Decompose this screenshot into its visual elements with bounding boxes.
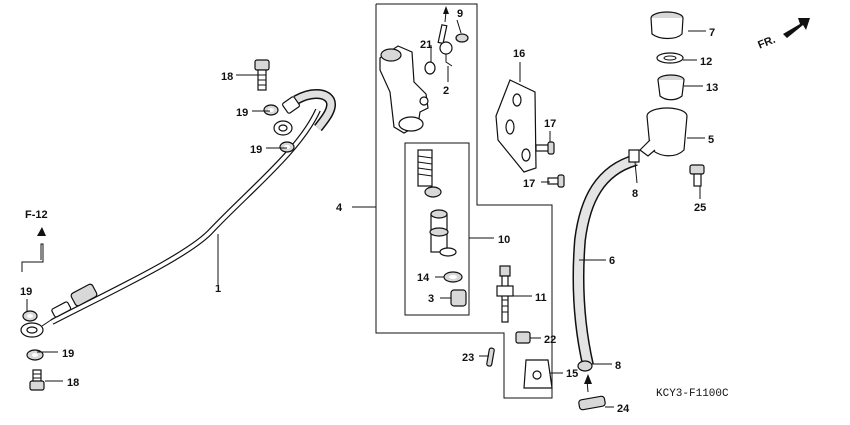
callout-1: 1 <box>215 283 221 295</box>
piston <box>429 209 457 257</box>
callout-19-c: 19 <box>20 286 32 298</box>
callout-8-lower: 8 <box>615 360 621 372</box>
callout-4: 4 <box>336 202 343 214</box>
callout-22: 22 <box>544 334 556 346</box>
callout-16: 16 <box>513 48 525 60</box>
reservoir-tank <box>639 107 688 157</box>
callout-17-upper: 17 <box>544 118 556 130</box>
sealing-washer-3 <box>22 310 38 322</box>
diagram-code: KCY3-F1100C <box>656 388 729 400</box>
callout-15: 15 <box>566 368 578 380</box>
washer-9 <box>455 33 469 43</box>
callout-5: 5 <box>708 134 714 146</box>
banjo-fitting-lower <box>20 317 55 338</box>
callout-19-a: 19 <box>236 107 248 119</box>
piston-kit-frame <box>404 142 470 316</box>
callout-2: 2 <box>443 85 449 97</box>
push-rod <box>496 265 514 323</box>
callout-12: 12 <box>700 56 712 68</box>
callout-6: 6 <box>609 255 615 267</box>
bolt-lower <box>29 369 45 391</box>
reservoir-hose <box>572 154 638 367</box>
joint-fitting <box>437 6 453 67</box>
callout-19-b: 19 <box>250 144 262 156</box>
diaphragm <box>657 74 685 101</box>
boot-3 <box>450 289 467 307</box>
callout-14: 14 <box>417 272 430 284</box>
leader-lines <box>26 19 706 408</box>
screw-17-upper <box>535 141 555 155</box>
callout-18-lower: 18 <box>67 377 79 389</box>
o-ring-21 <box>424 61 436 75</box>
callout-11: 11 <box>535 292 547 304</box>
reference-arrow-icon <box>21 227 46 272</box>
callout-10: 10 <box>498 234 510 246</box>
callout-19-d: 19 <box>62 348 74 360</box>
hose-clip-upper <box>628 149 640 163</box>
joint-24 <box>578 374 606 411</box>
sealing-washer-1 <box>263 104 279 116</box>
screw-17-lower <box>547 174 565 188</box>
nut-22 <box>515 331 531 344</box>
sealing-washer-2 <box>279 141 295 153</box>
callout-7: 7 <box>709 27 715 39</box>
master-cylinder-body <box>379 45 429 134</box>
callout-9: 9 <box>457 8 463 20</box>
diaphragm-plate <box>656 52 684 64</box>
reference-f12: F-12 <box>25 209 48 221</box>
forward-arrow-icon <box>783 18 810 38</box>
banjo-fitting-upper <box>273 120 293 136</box>
washer-14 <box>443 271 463 283</box>
reservoir-cap <box>650 11 684 40</box>
cotter-pin-23 <box>486 347 495 367</box>
callout-23: 23 <box>462 352 474 364</box>
bolt-25 <box>689 164 705 187</box>
callout-17-lower: 17 <box>523 178 535 190</box>
callout-24: 24 <box>617 403 630 415</box>
direction-label: FR. <box>756 34 777 52</box>
assembly-frame <box>375 3 553 399</box>
callout-13: 13 <box>706 82 718 94</box>
piston-spring <box>417 149 442 198</box>
clevis-15 <box>523 359 553 389</box>
callout-8-upper: 8 <box>632 188 638 200</box>
bracket-16 <box>495 79 537 173</box>
callout-25: 25 <box>694 202 706 214</box>
callout-18-upper: 18 <box>221 71 233 83</box>
callout-3: 3 <box>428 293 434 305</box>
callout-21: 21 <box>420 39 432 51</box>
hose-clip-lower <box>577 360 593 372</box>
